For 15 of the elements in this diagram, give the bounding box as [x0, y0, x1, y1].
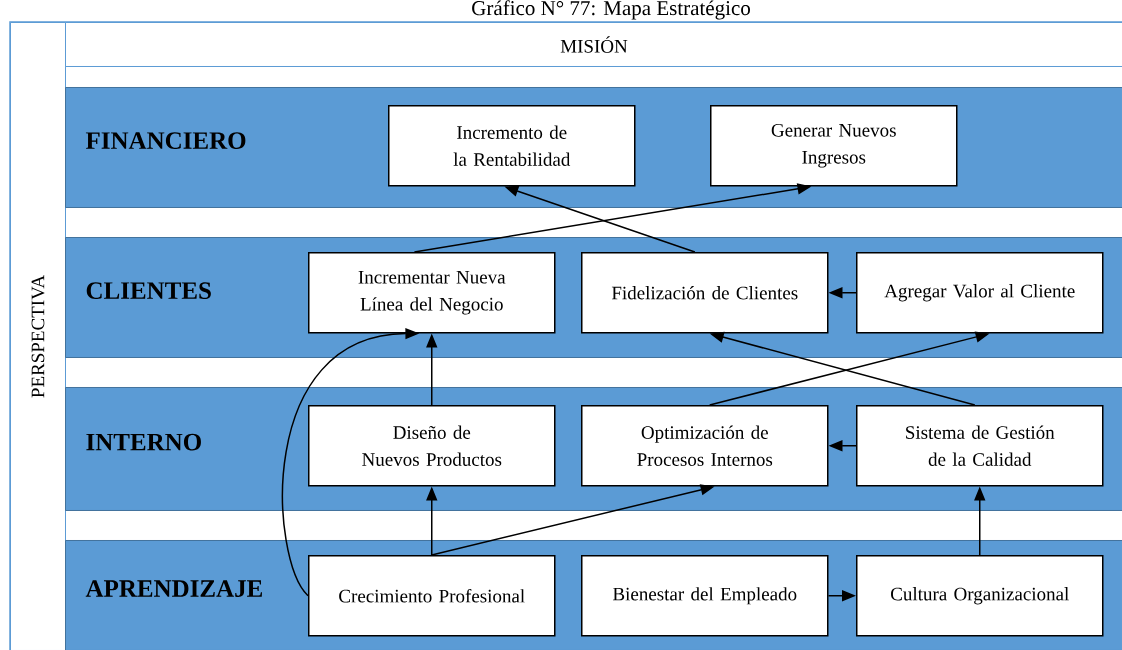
objective-box: Diseño de Nuevos Productos: [308, 405, 556, 487]
objective-box: Incrementar Nueva Línea del Negocio: [308, 252, 556, 334]
objective-box: Crecimiento Profesional: [308, 555, 556, 637]
objective-box: Cultura Organizacional: [856, 555, 1104, 637]
objective-box: Sistema de Gestión de la Calidad: [856, 405, 1104, 487]
mission-band: MISIÓN: [65, 22, 1122, 67]
objective-box: Bienestar del Empleado: [581, 555, 829, 637]
objective-box: Optimización de Procesos Internos: [581, 405, 829, 487]
objective-box: Generar Nuevos Ingresos: [710, 105, 958, 187]
objective-box: Agregar Valor al Cliente: [856, 252, 1104, 334]
node-label: MISIÓN: [560, 36, 628, 53]
objective-box: Fidelización de Clientes: [581, 252, 829, 334]
title: Gráfico N° 77: Mapa Estratégico: [472, 0, 750, 20]
perspective-column: PERSPECTIVA: [10, 22, 66, 650]
objective-box: Incremento de la Rentabilidad: [388, 105, 636, 187]
